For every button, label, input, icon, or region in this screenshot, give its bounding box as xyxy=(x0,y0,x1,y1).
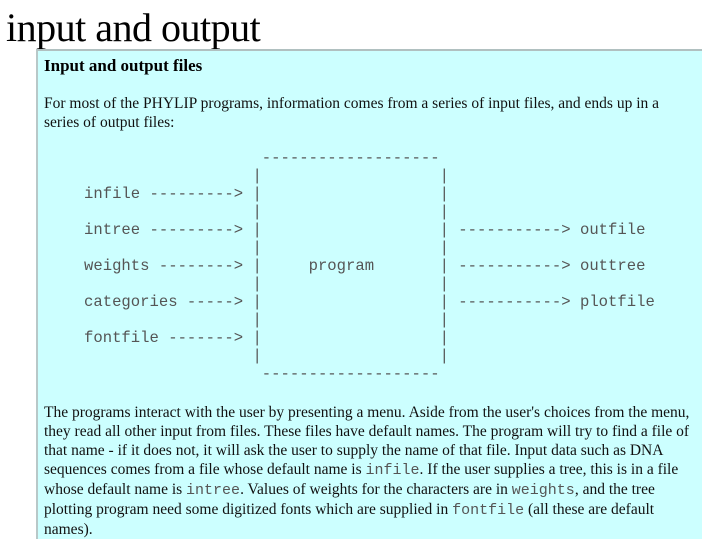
diagram-line: infile ---------> | | xyxy=(84,185,449,203)
text: The programs interact with the user by p… xyxy=(44,404,690,478)
diagram-line: | | xyxy=(84,347,449,365)
code-fontfile: fontfile xyxy=(452,502,525,519)
diagram-line: categories -----> | | -----------> plotf… xyxy=(84,293,655,311)
diagram-line: | | xyxy=(84,239,449,257)
diagram-line: intree ---------> | | -----------> outfi… xyxy=(84,221,646,239)
content-panel: Input and output files For most of the P… xyxy=(36,49,702,539)
code-weights: weights xyxy=(511,482,575,499)
code-infile: infile xyxy=(365,462,420,479)
intro-paragraph: For most of the PHYLIP programs, informa… xyxy=(44,95,660,131)
diagram-line: | | xyxy=(84,167,449,185)
diagram-line: | | xyxy=(84,311,449,329)
body-paragraph: The programs interact with the user by p… xyxy=(44,403,694,539)
text: (all these are default names). xyxy=(44,501,655,538)
diagram-line: ------------------- xyxy=(84,149,440,167)
text: , and the tree plotting program need som… xyxy=(44,481,655,518)
text: . Values of weights for the characters a… xyxy=(240,481,512,498)
io-diagram: ------------------- | |infile --------->… xyxy=(84,149,655,383)
section-heading: Input and output files xyxy=(44,56,203,75)
diagram-line: | | xyxy=(84,275,449,293)
slide-title: input and output xyxy=(6,5,261,50)
text: . If the user supplies a tree, this is i… xyxy=(44,461,679,498)
diagram-line: | | xyxy=(84,203,449,221)
diagram-line: ------------------- xyxy=(84,365,440,383)
diagram-line: weights --------> | program | ----------… xyxy=(84,257,646,275)
diagram-line: fontfile -------> | | xyxy=(84,329,449,347)
code-intree: intree xyxy=(186,482,241,499)
